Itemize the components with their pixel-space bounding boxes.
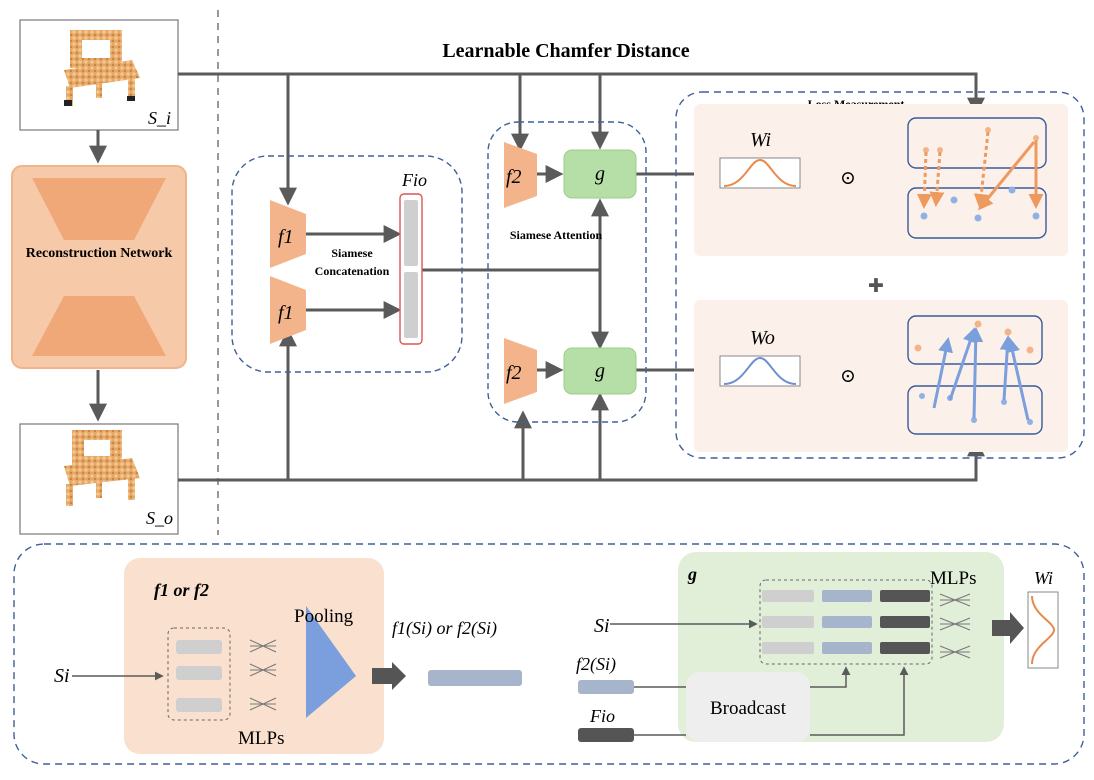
odot-bottom: ⊙ bbox=[840, 366, 856, 387]
g-output-arrow bbox=[992, 612, 1024, 644]
g-wi-label: Wi bbox=[1034, 568, 1053, 588]
fio-label: Fio bbox=[401, 170, 427, 190]
f-output-label: f1(Si) or f2(Si) bbox=[392, 618, 497, 639]
siamese-attention-label: Siamese Attention bbox=[509, 228, 603, 242]
f2-bottom-label: f2 bbox=[506, 362, 522, 384]
g-top-box bbox=[563, 149, 637, 199]
broadcast-label: Broadcast bbox=[710, 698, 787, 719]
f-output-vector bbox=[428, 670, 522, 686]
match-top-upper bbox=[907, 117, 1047, 169]
wi-label: Wi bbox=[750, 129, 771, 151]
input-point-cloud: S_i bbox=[19, 19, 179, 131]
detail-si-label: Si bbox=[54, 665, 70, 687]
f2-top-trapezoid bbox=[504, 142, 537, 208]
f2-top-label: f2 bbox=[506, 166, 522, 188]
f-output-arrow bbox=[372, 662, 406, 690]
g-wi-curve bbox=[1031, 595, 1056, 665]
mlp-cross-icons bbox=[249, 639, 277, 711]
diagram-title: Learnable Chamfer Distance bbox=[442, 40, 689, 62]
g-f2si-vector bbox=[578, 680, 634, 694]
f1-bottom-trapezoid bbox=[270, 276, 306, 344]
g-bottom-label: g bbox=[595, 360, 605, 382]
siamese-concatenation-block: f1 f1 Siamese Concatenation Fio bbox=[231, 155, 463, 373]
plus-icon: ✚ bbox=[868, 276, 884, 297]
siamese-concat-label: Siamese Concatenation bbox=[314, 246, 390, 278]
f1-top-trapezoid bbox=[270, 200, 306, 268]
g-bottom-box bbox=[563, 347, 637, 395]
f-mlps-label: MLPs bbox=[238, 728, 284, 749]
g-f2si-label: f2(Si) bbox=[576, 654, 616, 675]
g-top-label: g bbox=[595, 163, 605, 185]
blue-points-bottom bbox=[919, 393, 1033, 425]
g-fio-label: Fio bbox=[589, 706, 615, 726]
chair-output-icon bbox=[64, 430, 140, 506]
g-fio-vector bbox=[578, 728, 634, 742]
detail-panel: f1 or f2 Pooling MLPs Si f1(Si) or f2(Si… bbox=[13, 543, 1085, 765]
f-feature-group bbox=[167, 627, 231, 721]
reconstruction-network: Reconstruction Network bbox=[11, 165, 187, 369]
odot-top: ⊙ bbox=[840, 168, 856, 189]
f1-top-label: f1 bbox=[278, 226, 294, 248]
g-detail-title: g bbox=[687, 564, 697, 584]
f2-bottom-trapezoid bbox=[504, 338, 537, 404]
g-si-label: Si bbox=[594, 615, 610, 637]
pooling-label: Pooling bbox=[294, 606, 354, 627]
connections bbox=[178, 72, 985, 482]
output-point-cloud: S_o bbox=[19, 423, 179, 535]
loss-measurement-block: Loss Measurement Wi ⊙ Wo ⊙ ✚ bbox=[675, 91, 1085, 459]
match-top-lower bbox=[907, 187, 1047, 239]
orange-arrows bbox=[916, 131, 1044, 211]
reconstruction-label: Reconstruction Network bbox=[25, 246, 173, 261]
broadcast-box bbox=[686, 672, 810, 742]
blue-points-top bbox=[920, 186, 1040, 222]
wo-label: Wo bbox=[750, 327, 775, 349]
f-detail-title: f1 or f2 bbox=[154, 580, 209, 600]
siamese-attention-block: f2 f2 g g Siamese Attention bbox=[487, 121, 647, 423]
input-label: S_i bbox=[148, 108, 171, 128]
output-label: S_o bbox=[146, 508, 173, 528]
blue-arrows bbox=[932, 327, 1030, 421]
g-mlps-label: MLPs bbox=[930, 568, 976, 589]
pooling-triangle bbox=[306, 606, 356, 718]
wi-curve bbox=[723, 158, 797, 187]
wo-curve bbox=[723, 356, 797, 385]
orange-points-bottom bbox=[914, 320, 1034, 354]
chair-input-icon bbox=[64, 30, 140, 106]
f1-bottom-label: f1 bbox=[278, 302, 294, 324]
orange-points-top bbox=[923, 127, 1039, 153]
